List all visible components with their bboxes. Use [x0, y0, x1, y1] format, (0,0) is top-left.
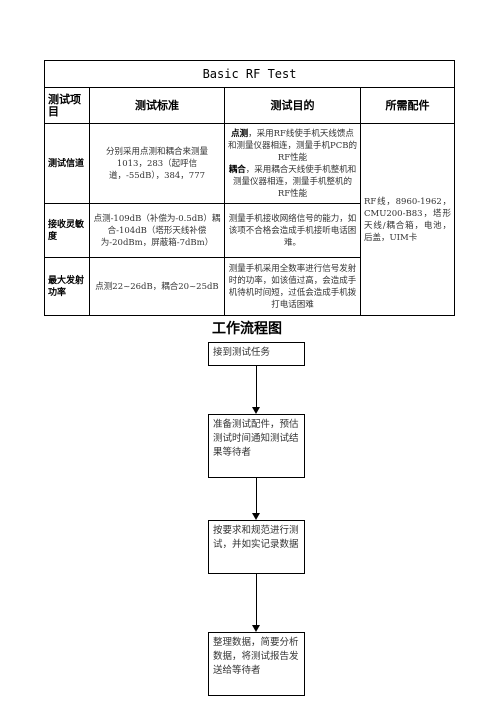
- flow-connector: [256, 366, 257, 412]
- max-power-purpose: 测量手机采用全数率进行信号发射时的功率，如该值过高，会造成手机待机时间短，过低会…: [224, 257, 361, 316]
- channel-purpose: 点测，采用RF线使手机天线馈点和测量仪器相连，测量手机PCB的RF性能 耦合，采…: [224, 123, 361, 204]
- header-test-standard: 测试标准: [89, 87, 225, 124]
- flow-step-receive-task: 接到测试任务: [208, 342, 305, 366]
- purpose-coupling-text: ，采用耦合天线使手机整机和测量仪器相连，测量手机整机的RF性能: [232, 164, 357, 199]
- table-row: 最大发射功率 点测22~26dB，耦合20~25dB 测量手机采用全数率进行信号…: [44, 257, 455, 316]
- row-label-sensitivity: 接收灵敏度: [44, 203, 90, 258]
- purpose-coupling-label: 耦合: [228, 164, 246, 175]
- arrow-down-icon: [252, 513, 260, 520]
- header-required-parts: 所需配件: [359, 87, 456, 124]
- basic-rf-test-table: Basic RF Test 测试项目 测试标准 测试目的 所需配件 测试信道 分…: [43, 60, 456, 316]
- flowchart-title: 工作流程图: [212, 321, 282, 337]
- header-test-purpose: 测试目的: [224, 87, 361, 124]
- row-label-max-power: 最大发射功率: [44, 257, 90, 316]
- table-row: 测试信道 分别采用点测和耦合来测量1013，283（起呼信道，-55dB），38…: [44, 123, 456, 316]
- flow-step-prepare: 准备测试配件，预估测试时间通知测试结果等待者: [208, 414, 305, 478]
- flow-connector: [256, 574, 257, 630]
- table-title: Basic RF Test: [43, 60, 456, 88]
- required-parts: RF线，8960-1962，CMU200-B83，塔形天线/耦合箱，电池，后盖，…: [359, 123, 456, 316]
- header-test-item: 测试项目: [44, 87, 90, 124]
- flow-step-test: 按要求和规范进行测试，并如实记录数据: [208, 520, 305, 574]
- purpose-point-label: 点测: [231, 128, 249, 139]
- flow-connector: [256, 478, 257, 518]
- purpose-point-text: ，采用RF线使手机天线馈点和测量仪器相连，测量手机PCB的RF性能: [228, 128, 357, 163]
- flow-step-report: 整理数据，简要分析数据，将测试报告发送给等待者: [208, 632, 305, 696]
- sensitivity-purpose: 测量手机接收网络信号的能力，如该项不合格会造成手机接听电话困难。: [224, 203, 361, 258]
- row-label-channel: 测试信道: [44, 123, 90, 204]
- sensitivity-standard: 点测-109dB（补偿为-0.5dB）耦合-104dB（塔形天线补偿为-20dB…: [89, 203, 225, 258]
- max-power-standard: 点测22~26dB，耦合20~25dB: [89, 257, 225, 316]
- arrow-down-icon: [252, 407, 260, 414]
- arrow-down-icon: [252, 625, 260, 632]
- channel-standard: 分别采用点测和耦合来测量1013，283（起呼信道，-55dB），384，777: [89, 123, 225, 204]
